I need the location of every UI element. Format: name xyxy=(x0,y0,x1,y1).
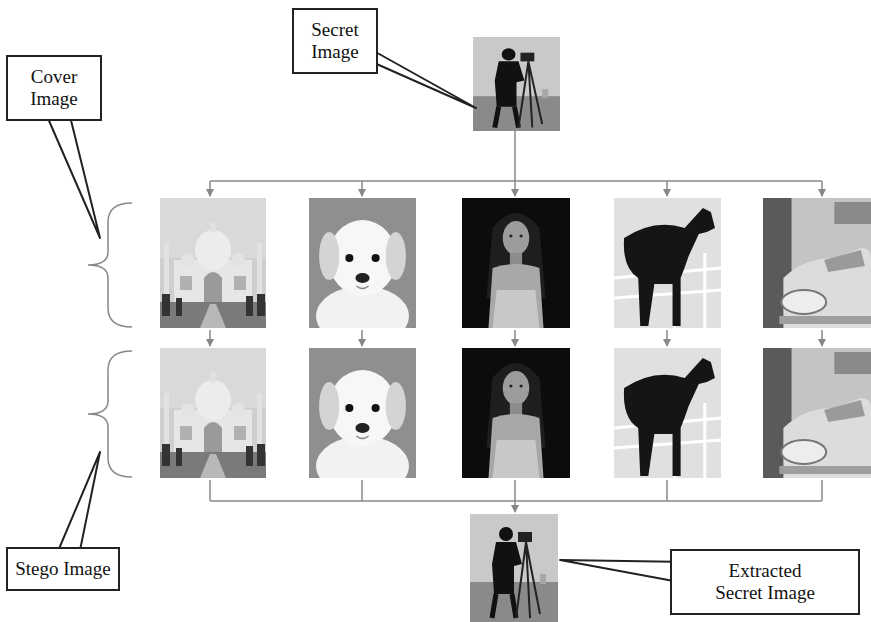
cover-photo xyxy=(160,198,266,328)
stego-photo xyxy=(462,348,570,478)
stego-photo xyxy=(309,348,416,496)
secret-photo xyxy=(473,37,560,131)
stego-photo xyxy=(763,348,871,478)
embedding-arrows xyxy=(210,131,822,196)
extraction-arrows xyxy=(210,480,822,512)
callout-text: Secret Image xyxy=(300,19,370,63)
callout-text: Extracted Secret Image xyxy=(708,560,822,604)
cover-photo xyxy=(462,198,570,328)
callout-box: Extracted Secret Image xyxy=(670,549,860,615)
stego-photo xyxy=(614,348,721,478)
callout-tail xyxy=(40,100,100,238)
cover-photo xyxy=(309,198,416,346)
stego-photo xyxy=(160,348,266,478)
callout-box: Cover Image xyxy=(6,55,102,121)
callout-text: Stego Image xyxy=(14,558,112,580)
callout-text: Cover Image xyxy=(14,66,94,110)
cover-photo xyxy=(614,198,721,328)
curly-brace xyxy=(88,351,132,477)
callout-box: Stego Image xyxy=(6,547,120,591)
cover-to-stego-arrows xyxy=(210,330,822,346)
callout-box: Secret Image xyxy=(292,8,378,74)
cover-photo xyxy=(763,198,871,328)
extracted-photo xyxy=(470,514,558,622)
